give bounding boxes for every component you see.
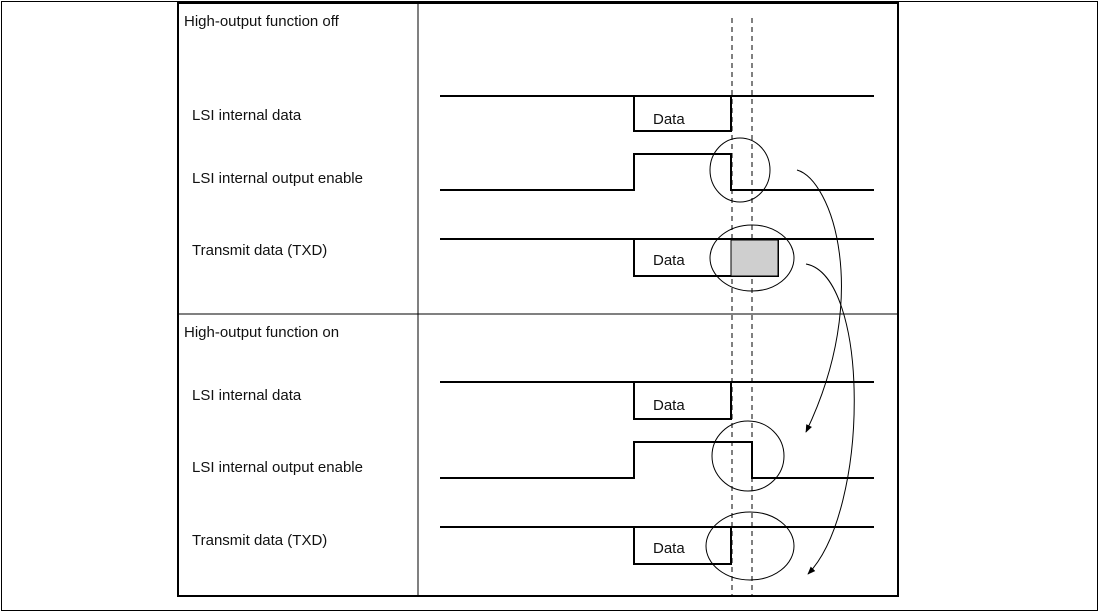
shaded-extension-region [730, 239, 779, 277]
waveform-output-enable [440, 441, 874, 479]
signal-label: LSI internal output enable [192, 459, 363, 476]
section-on-header: High-output function on [184, 324, 339, 341]
highlight-circle [709, 137, 771, 203]
data-box-label: Data [653, 540, 685, 557]
data-box-label: Data [653, 111, 685, 128]
highlight-circle [709, 224, 795, 292]
diagram-frame [177, 2, 899, 597]
signal-label: Transmit data (TXD) [192, 532, 327, 549]
waveform-lsi-internal-data [440, 381, 874, 420]
waveform-output-enable [440, 153, 874, 191]
signal-label: Transmit data (TXD) [192, 242, 327, 259]
section-off-header: High-output function off [184, 13, 340, 30]
signal-label: LSI internal output enable [192, 170, 363, 187]
comparison-arrow [805, 263, 855, 575]
highlight-circle [705, 511, 795, 581]
waveform-lsi-internal-data [440, 95, 874, 132]
highlight-circle [711, 420, 785, 492]
data-box-label: Data [653, 252, 685, 269]
waveform-transmit-data [440, 526, 874, 565]
signal-label: LSI internal data [192, 107, 302, 124]
data-box-label: Data [653, 397, 685, 414]
signal-label: LSI internal data [192, 387, 302, 404]
comparison-arrow [796, 169, 842, 433]
